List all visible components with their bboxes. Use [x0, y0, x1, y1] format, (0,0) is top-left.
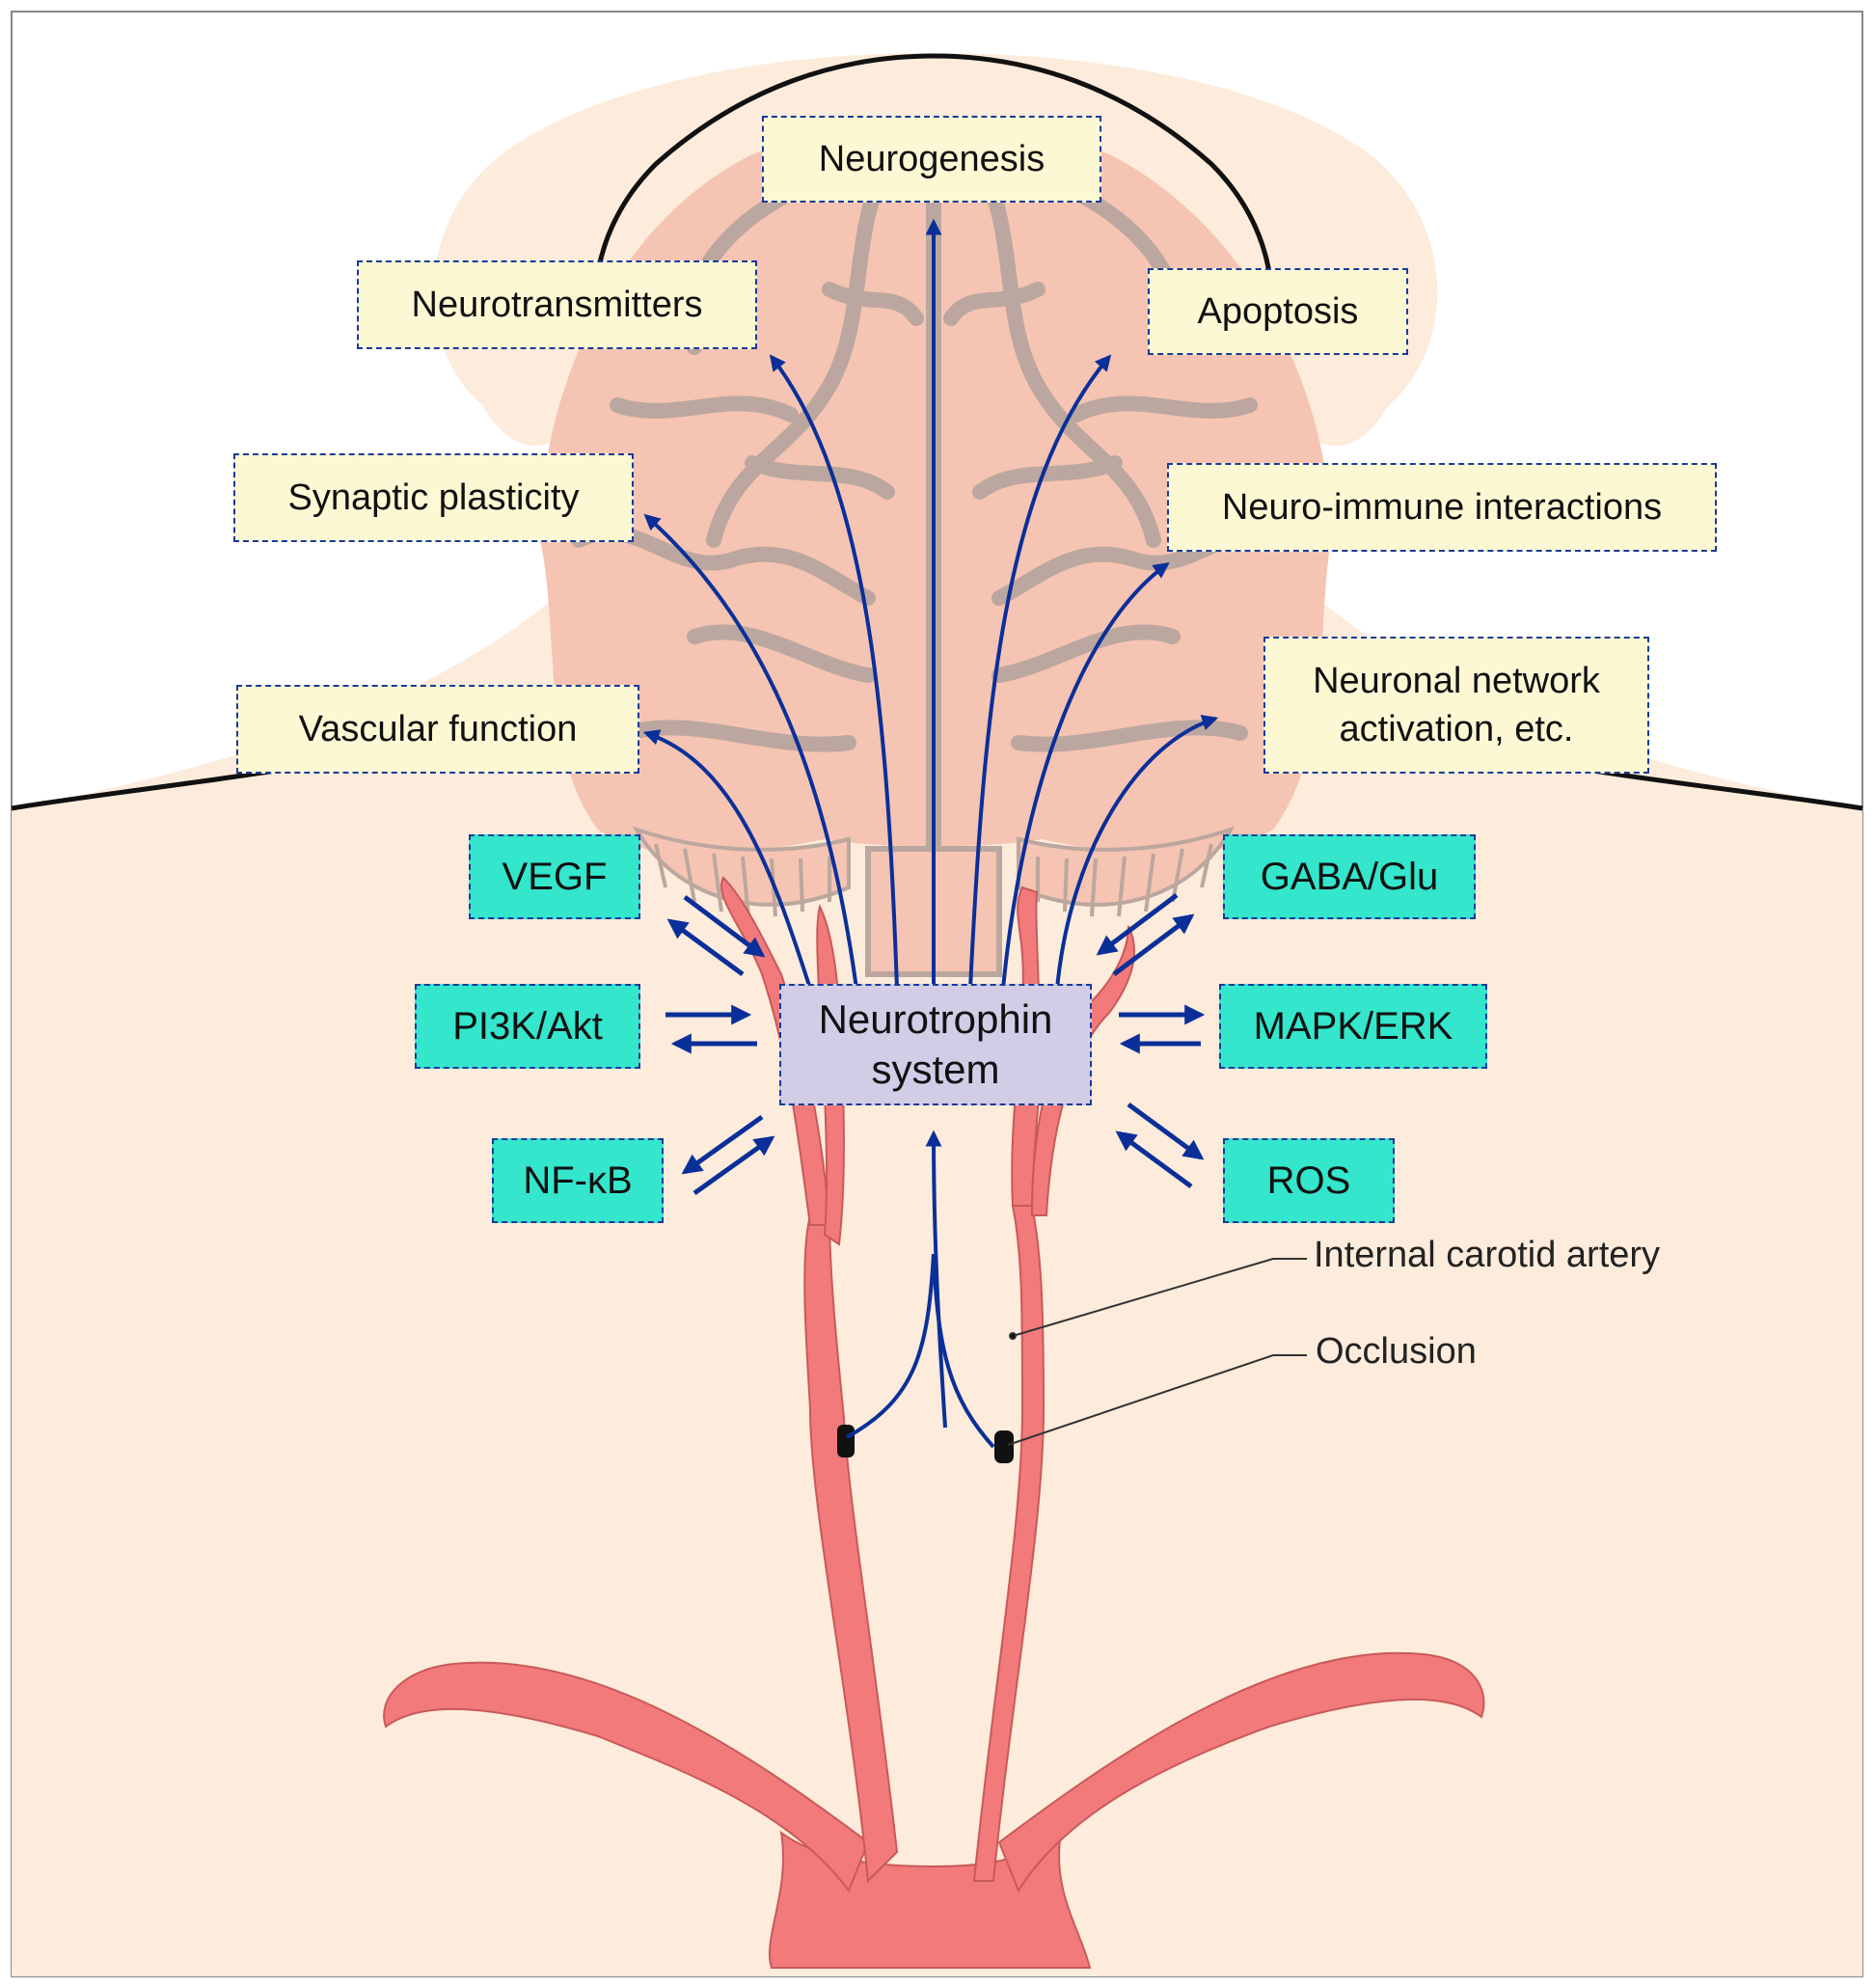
arrow-vascular: [642, 729, 812, 990]
pathway-pi3k-akt-label: PI3K/Akt: [452, 1005, 603, 1048]
outcome-neurogenesis: Neurogenesis: [762, 116, 1101, 203]
pathway-nfkb: NF-κB: [492, 1138, 664, 1223]
outcome-vascular-function-label: Vascular function: [298, 709, 578, 749]
nfkb-arrow-out: [681, 1114, 764, 1175]
outcome-arrows: [642, 218, 1219, 1429]
callout-internal-carotid-artery: Internal carotid artery: [1314, 1235, 1661, 1275]
pathway-pi3k-akt: PI3K/Akt: [415, 984, 640, 1069]
left-subclavian: [383, 1661, 870, 1893]
neurotrophin-system-line1: Neurotrophin: [818, 996, 1053, 1042]
center-up-arrow-shaft: [846, 1253, 995, 1449]
outcome-neurotransmitters-label: Neurotransmitters: [411, 285, 703, 325]
pathway-arrows: [665, 893, 1206, 1196]
right-subclavian: [997, 1651, 1485, 1893]
ros-arrow-in: [1115, 1130, 1193, 1189]
outcome-neuroimmune: Neuro-immune interactions: [1167, 463, 1717, 552]
outcome-neuronal-network: Neuronal network activation, etc.: [1263, 637, 1649, 774]
outcome-neuroimmune-label: Neuro-immune interactions: [1221, 487, 1663, 528]
arrow-neuroimmune: [1001, 562, 1170, 990]
outcome-apoptosis: Apoptosis: [1148, 268, 1408, 355]
pathway-gaba-glu: GABA/Glu: [1223, 834, 1476, 919]
arrow-neurotransmitters: [769, 354, 899, 990]
arrow-apoptosis: [968, 354, 1112, 990]
outcome-vascular-function: Vascular function: [236, 685, 639, 774]
nfkb-arrow-in: [693, 1135, 775, 1196]
pathway-ros: ROS: [1223, 1138, 1395, 1223]
occlusion-right: [994, 1430, 1014, 1463]
arrow-network: [1055, 715, 1219, 990]
vegf-arrow-out: [666, 918, 745, 977]
pathway-mapk-erk: MAPK/ERK: [1219, 984, 1487, 1069]
gaba-arrow-in: [1096, 893, 1179, 956]
outcome-synaptic-plasticity-label: Synaptic plasticity: [287, 477, 580, 518]
pathway-nfkb-label: NF-κB: [523, 1159, 633, 1202]
outcome-neuronal-network-line1: Neuronal network: [1313, 661, 1600, 701]
pathway-mapk-erk-label: MAPK/ERK: [1253, 1005, 1453, 1048]
neurotrophin-system-line2: system: [871, 1047, 1000, 1092]
pathway-vegf-label: VEGF: [502, 856, 608, 898]
callout-lines: [1007, 1258, 1307, 1446]
outcome-neuronal-network-line2: activation, etc.: [1339, 709, 1574, 749]
neurotrophin-system-box: Neurotrophin system: [779, 984, 1092, 1105]
pathway-vegf: VEGF: [469, 834, 640, 919]
pathway-gaba-glu-label: GABA/Glu: [1260, 856, 1439, 898]
outcome-neurotransmitters: Neurotransmitters: [357, 260, 757, 349]
callout-occlusion: Occlusion: [1316, 1331, 1477, 1372]
ros-arrow-out: [1127, 1102, 1205, 1160]
occlusion-left: [837, 1425, 855, 1457]
outcome-apoptosis-label: Apoptosis: [1197, 291, 1359, 332]
gaba-arrow-out: [1112, 913, 1195, 976]
arrow-synaptic: [643, 513, 858, 990]
vegf-arrow-in: [683, 895, 766, 958]
outcome-neurogenesis-label: Neurogenesis: [818, 139, 1046, 179]
outcome-synaptic-plasticity: Synaptic plasticity: [233, 453, 634, 542]
pathway-ros-label: ROS: [1266, 1159, 1351, 1202]
